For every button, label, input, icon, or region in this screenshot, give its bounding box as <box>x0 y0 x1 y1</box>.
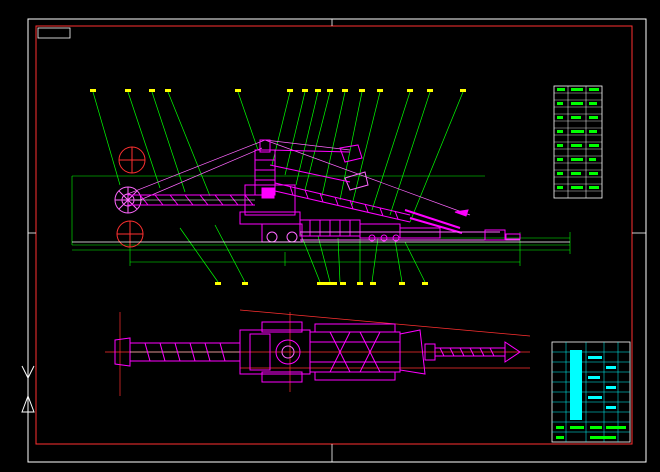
superstructure-tower <box>239 139 303 243</box>
north-arrow-icon <box>21 365 35 413</box>
discharge-hopper <box>454 209 469 217</box>
bridge-conveyor <box>274 182 411 223</box>
corner-label-box <box>37 27 71 39</box>
plan-boom <box>114 337 241 367</box>
undercarriage <box>299 219 521 242</box>
leader-lines-top <box>92 91 464 223</box>
side-elevation-view <box>71 89 571 285</box>
plan-loading-unit <box>399 329 521 375</box>
plan-view <box>105 309 531 396</box>
counter-jib <box>269 144 369 191</box>
plan-centerlines <box>105 309 531 396</box>
stay-cables <box>124 139 471 216</box>
balloon-markers-top <box>90 89 466 92</box>
outer-frame <box>27 18 647 463</box>
parts-list-table <box>553 85 603 199</box>
balloon-markers-bottom <box>215 282 428 285</box>
dimension-lines <box>71 175 571 266</box>
tail-boom <box>404 209 463 234</box>
title-block-fill <box>570 350 582 420</box>
inner-frame <box>35 25 633 445</box>
title-block-table <box>551 341 631 443</box>
sheet-frame <box>27 18 647 463</box>
wheel-swing-circles <box>116 146 146 248</box>
